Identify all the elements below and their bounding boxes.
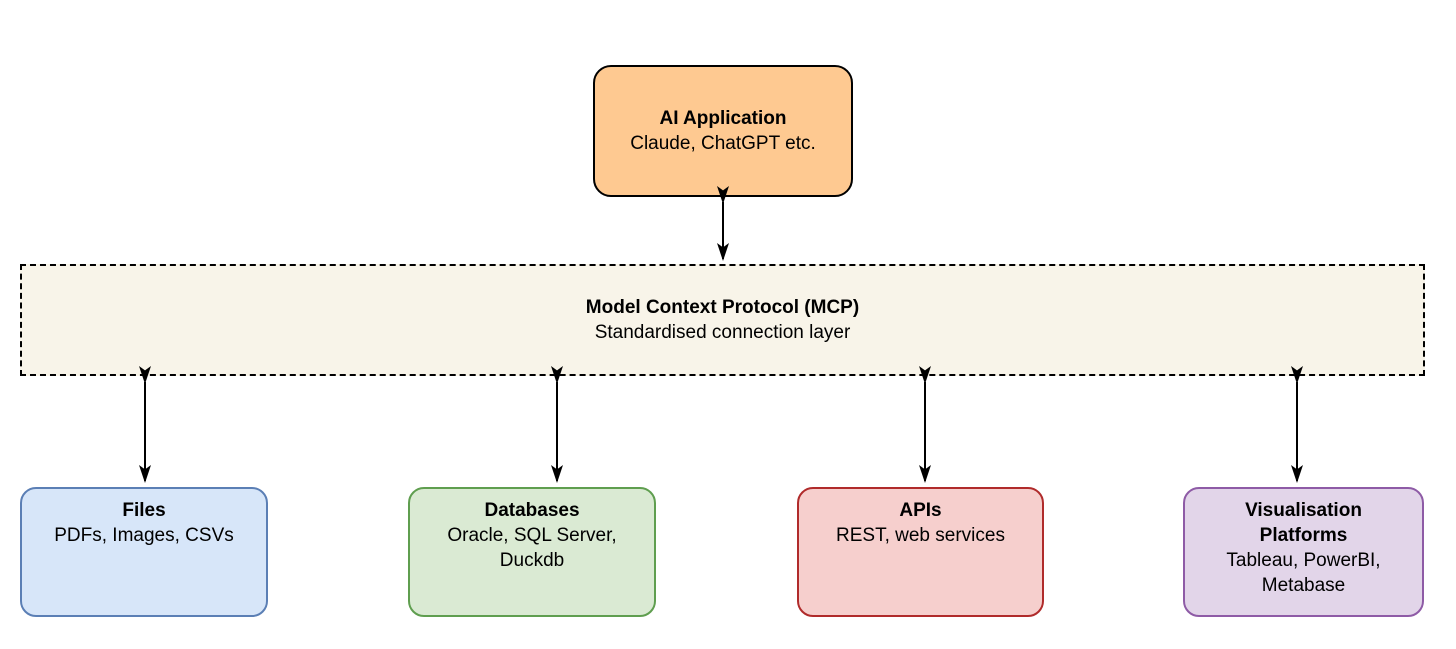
node-ai-application-subtitle: Claude, ChatGPT etc. [630,133,816,154]
node-files: Files PDFs, Images, CSVs [20,487,268,617]
node-databases-title: Databases [484,500,580,521]
node-visualisation-platforms-title: Visualisation Platforms [1245,500,1362,546]
node-visualisation-platforms: Visualisation Platforms Tableau, PowerBI… [1183,487,1424,617]
node-ai-application-title: AI Application [659,108,787,129]
node-apis: APIs REST, web services [797,487,1044,617]
node-visualisation-platforms-subtitle: Tableau, PowerBI, Metabase [1226,550,1381,596]
node-files-subtitle: PDFs, Images, CSVs [54,525,234,546]
node-mcp-subtitle: Standardised connection layer [594,322,851,343]
node-databases-subtitle: Oracle, SQL Server, Duckdb [447,525,617,571]
node-mcp-layer: Model Context Protocol (MCP) Standardise… [20,264,1425,376]
node-apis-subtitle: REST, web services [836,525,1005,546]
node-mcp-title: Model Context Protocol (MCP) [585,297,860,318]
node-files-title: Files [122,500,166,521]
node-ai-application: AI Application Claude, ChatGPT etc. [593,65,853,197]
node-databases: Databases Oracle, SQL Server, Duckdb [408,487,656,617]
node-apis-title: APIs [899,500,942,521]
